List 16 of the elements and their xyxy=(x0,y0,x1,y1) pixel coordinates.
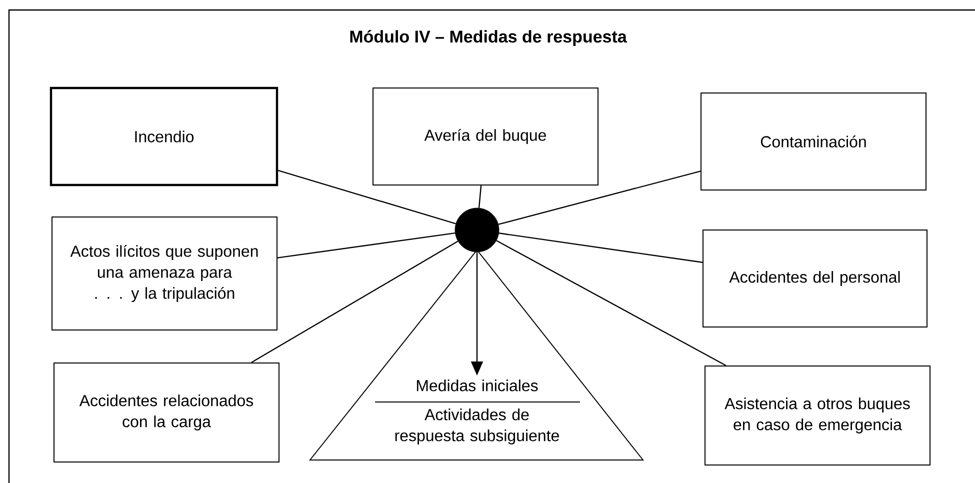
text-box: Avería del buque xyxy=(372,88,598,186)
connector-line xyxy=(498,170,701,225)
text-box: Incendio xyxy=(50,86,278,186)
connector-line xyxy=(278,170,456,224)
connector-line xyxy=(498,232,703,263)
text-box: Contaminación xyxy=(700,92,926,190)
hub-circle xyxy=(454,208,500,252)
title: Módulo IV – Medidas de respuesta xyxy=(350,30,627,46)
connector-line xyxy=(251,240,458,364)
connector-line xyxy=(277,232,456,258)
connector-line xyxy=(478,185,482,208)
text-box: Asistencia a otros buques en caso de emergencia xyxy=(704,366,930,466)
text-box: Actos ilícitos que suponen una amenaza para . . . y la tripulación xyxy=(52,216,278,330)
text-box: Accidentes del personal xyxy=(702,230,928,328)
connector-line xyxy=(496,240,726,366)
text-box: Accidentes relacionados con la carga xyxy=(54,362,280,462)
